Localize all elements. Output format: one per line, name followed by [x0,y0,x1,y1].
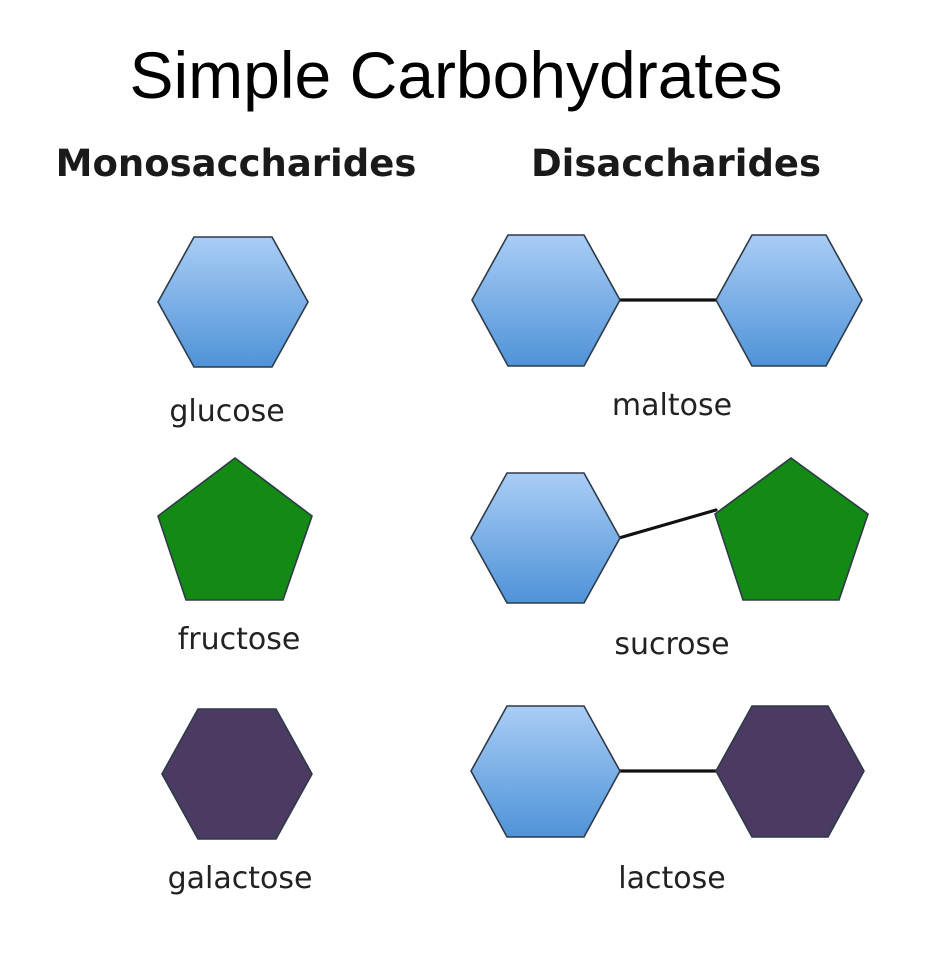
glucose-group: glucose [157,236,309,429]
fructose-group: fructose [157,456,313,657]
sucrose-glycosidic-bond [617,508,718,540]
maltose-group: maltose [471,234,863,423]
fructose-label: fructose [178,622,301,657]
column-header-monosaccharides: Monosaccharides [56,142,417,185]
maltose-glucose-hexagon-icon-2 [715,234,863,367]
sucrose-label: sucrose [614,627,729,662]
lactose-galactose-hexagon-icon [715,705,865,838]
galactose-group: galactose [161,708,313,896]
sucrose-glucose-hexagon-icon [470,472,621,604]
fructose-pentagon-icon [157,456,313,601]
sucrose-group: sucrose [470,457,869,662]
lactose-label: lactose [618,861,725,896]
galactose-label: galactose [168,861,313,896]
maltose-label: maltose [612,388,732,423]
column-header-disaccharides: Disaccharides [531,142,821,185]
galactose-hexagon-icon [161,708,313,840]
glucose-label: glucose [169,394,284,429]
page-title: Simple Carbohydrates [130,38,783,112]
sucrose-fructose-pentagon-icon [714,457,869,601]
lactose-group: lactose [470,705,865,896]
maltose-glucose-hexagon-icon [471,234,621,367]
glucose-hexagon-icon [157,236,309,368]
lactose-glucose-hexagon-icon [470,705,621,838]
